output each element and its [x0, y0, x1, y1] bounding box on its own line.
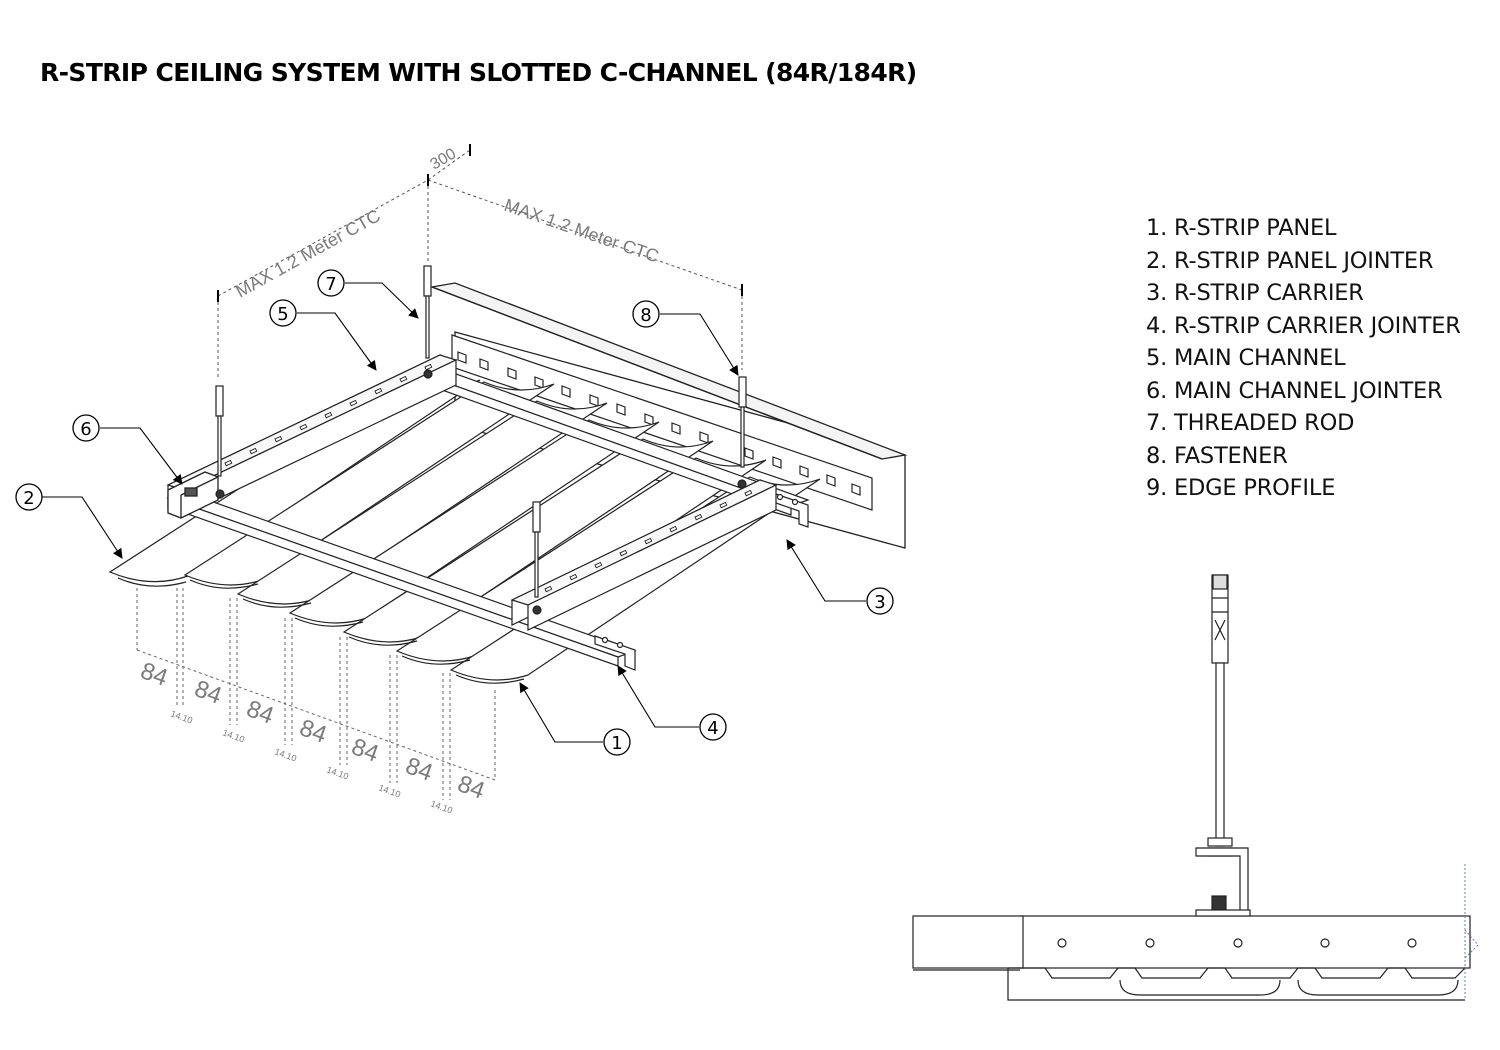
gap-label: 14.10 [221, 727, 246, 744]
callout-5: 5 [277, 304, 288, 325]
threaded-rod-3 [737, 376, 747, 489]
callout-7-circle [317, 269, 345, 297]
main-channel-jointer [167, 471, 219, 519]
callout-8-circle [632, 300, 660, 328]
legend-item: 9. EDGE PROFILE [1146, 475, 1336, 501]
threaded-rod-1 [423, 265, 433, 379]
callout-5-circle [269, 299, 297, 327]
callout-4: 4 [707, 718, 718, 739]
gap-label: 14.10 [429, 798, 454, 815]
callout-1: 1 [611, 733, 622, 754]
callout-1-circle [603, 728, 631, 756]
dimension-spacing-left: MAX 1.2 Meter CTC [232, 205, 383, 301]
callout-3: 3 [874, 592, 885, 613]
panel-width-dimensions [136, 588, 496, 800]
callout-3-circle [866, 587, 894, 615]
legend-item: 8. FASTENER [1146, 442, 1288, 469]
callout-2: 2 [23, 488, 34, 509]
callout-6: 6 [80, 419, 91, 440]
gap-label: 14.10 [325, 764, 350, 781]
legend-item: 6. MAIN CHANNEL JOINTER [1146, 377, 1443, 404]
callout-2-circle [15, 483, 43, 511]
legend-item: 2. R-STRIP PANEL JOINTER [1146, 247, 1434, 274]
section-main-channel [1019, 915, 1471, 969]
parts-legend: 1. R-STRIP PANEL 2. R-STRIP PANEL JOINTE… [1146, 212, 1461, 505]
section-threaded-rod [1215, 662, 1225, 847]
callout-7: 7 [325, 274, 336, 295]
legend-item: 5. MAIN CHANNEL [1146, 345, 1346, 371]
callout-6-circle [72, 414, 100, 442]
legend-item: 7. THREADED ROD [1146, 410, 1355, 436]
callout-bubbles [15, 269, 894, 756]
panel-width-label: 84 [243, 695, 277, 730]
panel-width-label: 84 [296, 714, 330, 749]
callout-8: 8 [640, 305, 651, 326]
dimension-spacing-right: MAX 1.2 Meter CTC [502, 195, 662, 267]
section-detail [912, 574, 1479, 1001]
panel-width-label: 84 [191, 675, 225, 710]
callout-4-circle [699, 713, 727, 741]
legend-item: 1. R-STRIP PANEL [1146, 215, 1337, 241]
callout-numbers: 1 2 3 4 5 6 7 8 [23, 274, 885, 754]
threaded-rod-4 [532, 501, 542, 615]
gap-label: 14.10 [169, 708, 194, 725]
legend-item: 4. R-STRIP CARRIER JOINTER [1146, 312, 1461, 339]
panel-width-labels: 84 84 84 84 84 84 84 14.10 14.10 14.10 1… [137, 657, 488, 815]
panel-width-label: 84 [137, 657, 171, 692]
page-title: R-STRIP CEILING SYSTEM WITH SLOTTED C-CH… [40, 58, 917, 87]
dimension-lines [217, 149, 743, 380]
panel-width-label: 84 [348, 733, 382, 768]
legend-item: 3. R-STRIP CARRIER [1146, 280, 1364, 306]
gap-label: 14.10 [273, 746, 298, 763]
gap-label: 14.10 [377, 782, 402, 799]
panel-width-label: 84 [402, 752, 436, 787]
main-channel-left [166, 354, 458, 516]
dimension-ticks [217, 144, 743, 302]
callout-leaders [42, 282, 866, 743]
main-channel-right [510, 479, 778, 631]
threaded-rod-2 [215, 385, 225, 499]
